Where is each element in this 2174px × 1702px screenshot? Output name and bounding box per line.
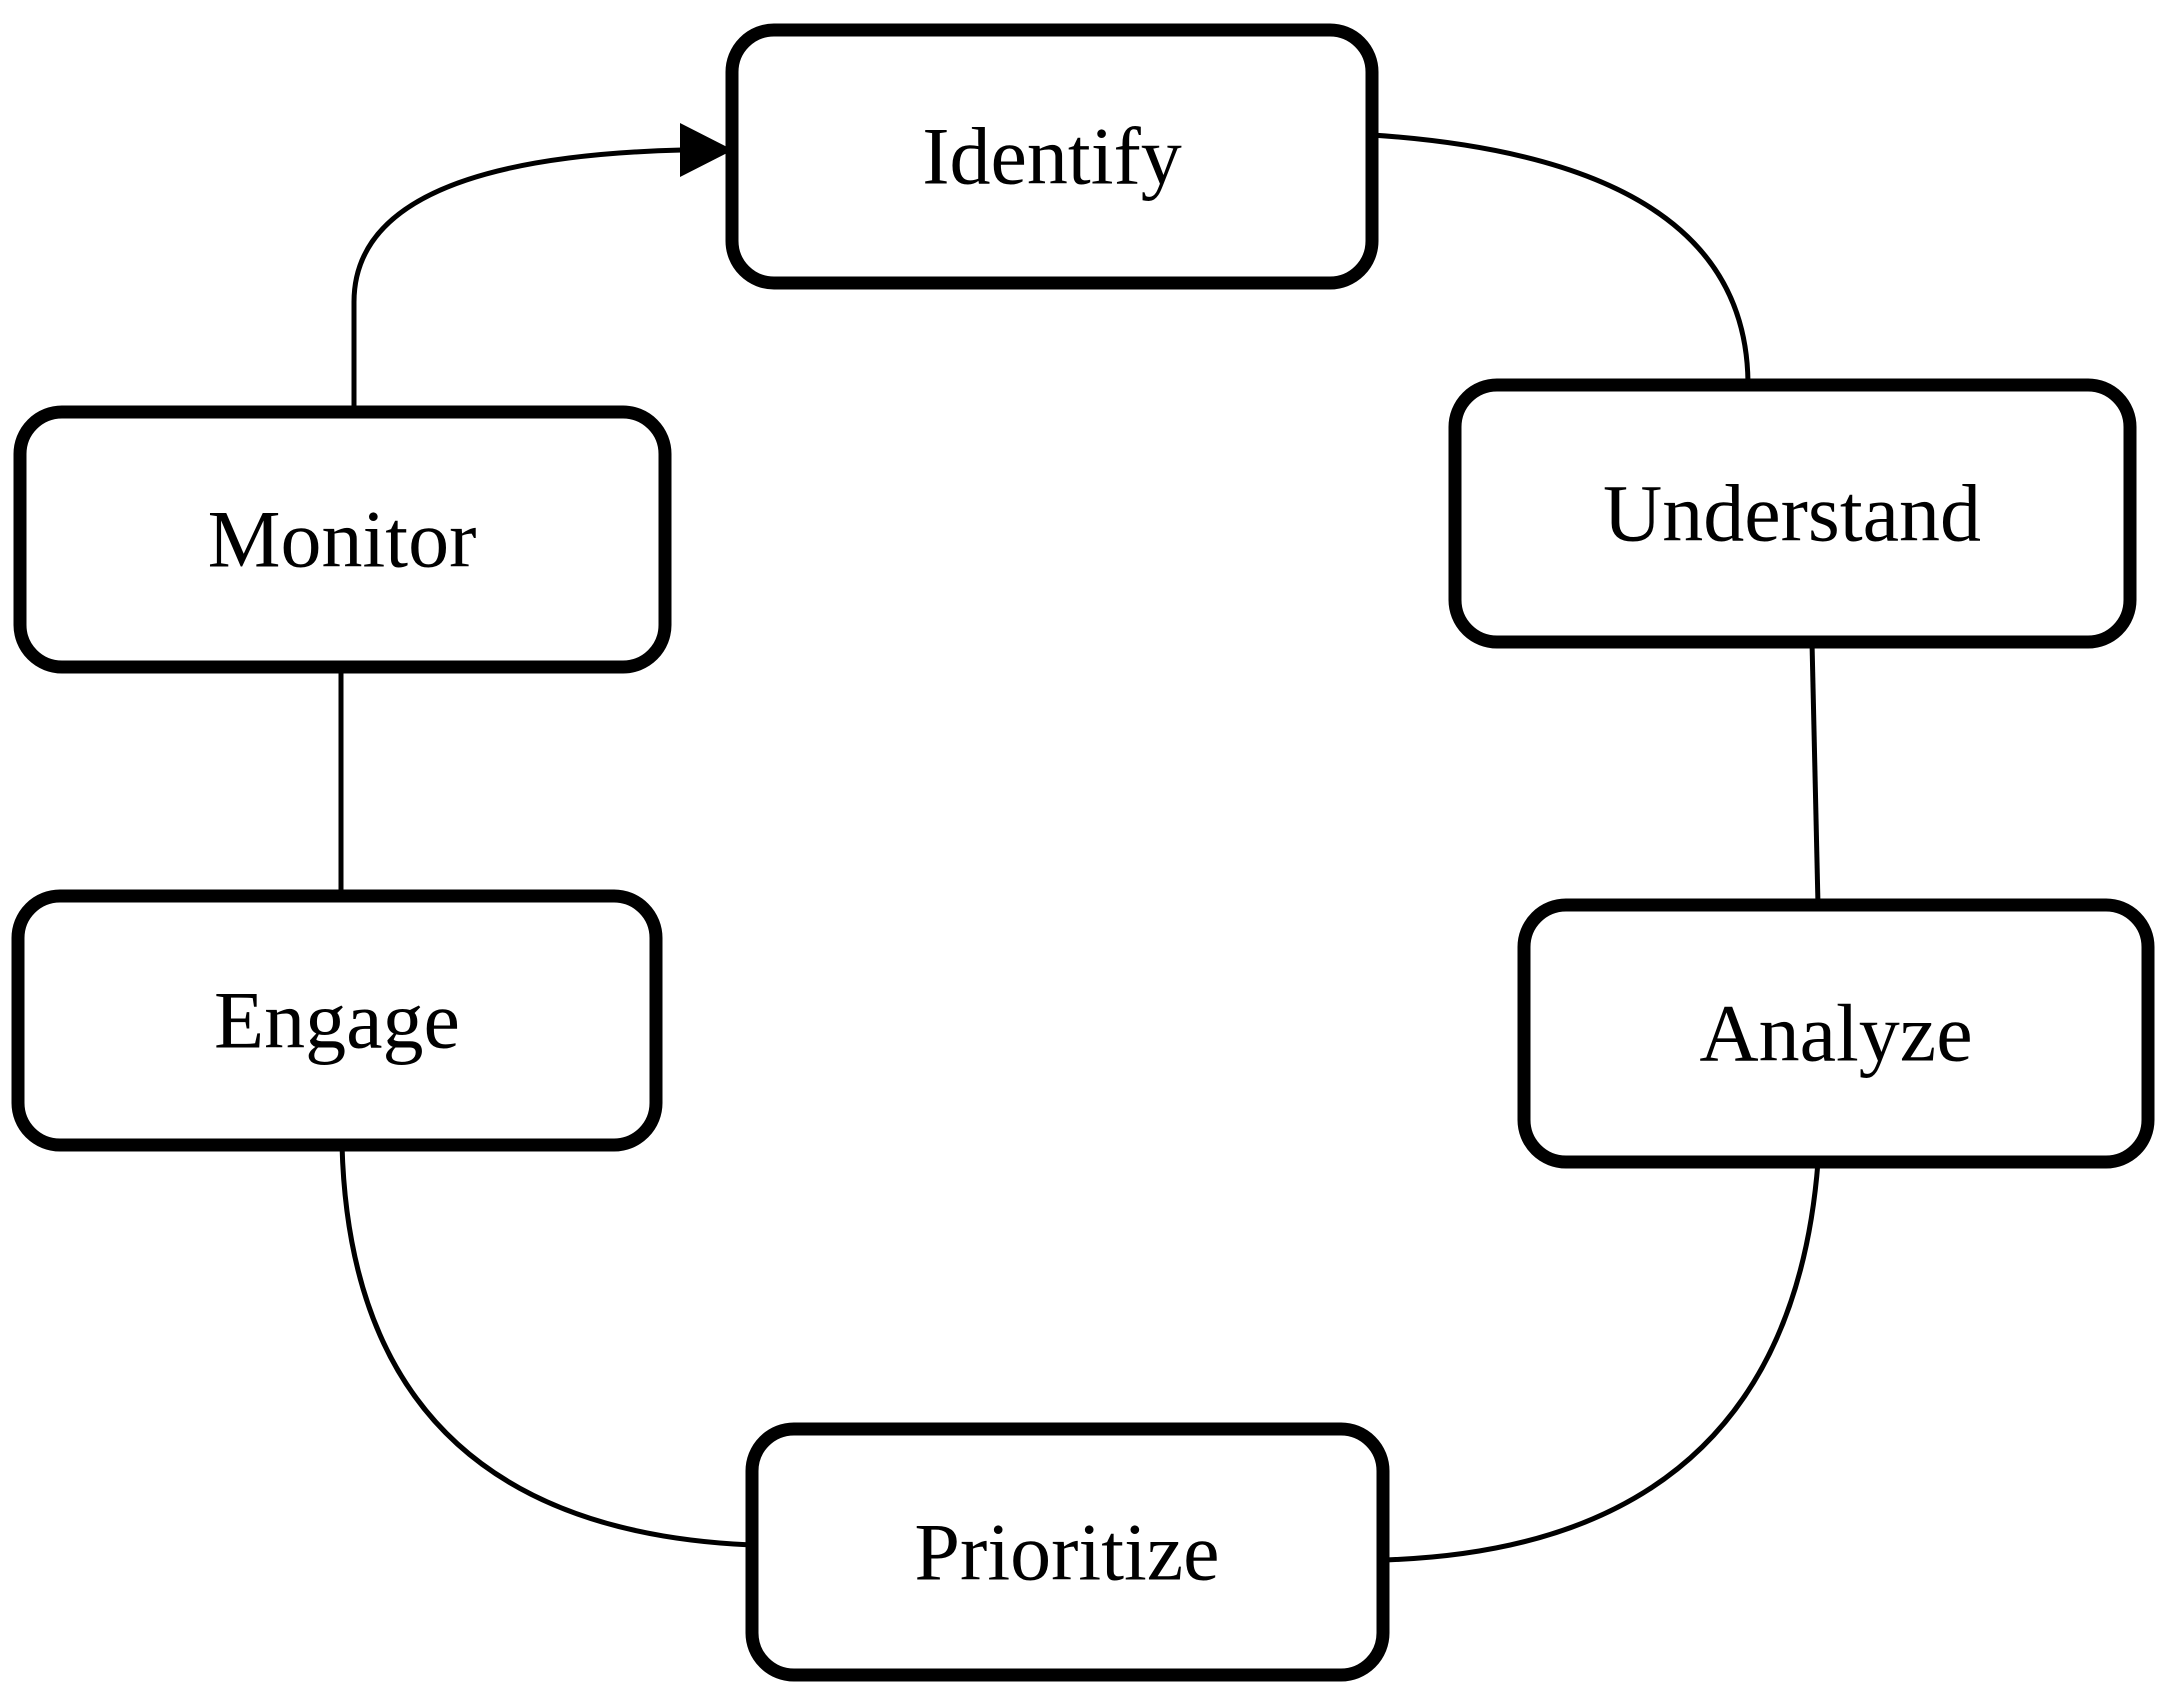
node-identify-box <box>725 23 1379 290</box>
node-understand: Understand <box>1448 378 2137 649</box>
node-monitor: Monitor <box>13 405 672 674</box>
node-engage-box <box>11 889 663 1152</box>
node-understand-box <box>1448 378 2137 649</box>
edge-prioritize-to-engage <box>339 1144 753 1548</box>
node-identify-label: Identify <box>922 111 1182 202</box>
node-identify: Identify <box>725 23 1379 290</box>
node-engage-label: Engage <box>214 975 460 1066</box>
node-prioritize-box <box>745 1422 1390 1682</box>
node-prioritize: Prioritize <box>745 1422 1390 1682</box>
node-understand-label: Understand <box>1603 468 1981 559</box>
arrowhead-icon <box>680 123 733 177</box>
node-engage: Engage <box>11 889 663 1152</box>
edge-monitor-to-identify <box>351 147 683 412</box>
edge-identify-to-understand <box>1371 132 1751 386</box>
node-analyze: Analyze <box>1517 898 2155 1169</box>
node-analyze-box <box>1517 898 2155 1169</box>
node-monitor-label: Monitor <box>208 494 477 585</box>
edge-understand-to-analyze <box>1809 641 1821 906</box>
node-monitor-box <box>13 405 672 674</box>
node-analyze-label: Analyze <box>1699 988 1972 1079</box>
edge-analyze-to-prioritize <box>1382 1161 1821 1563</box>
node-prioritize-label: Prioritize <box>914 1507 1219 1598</box>
